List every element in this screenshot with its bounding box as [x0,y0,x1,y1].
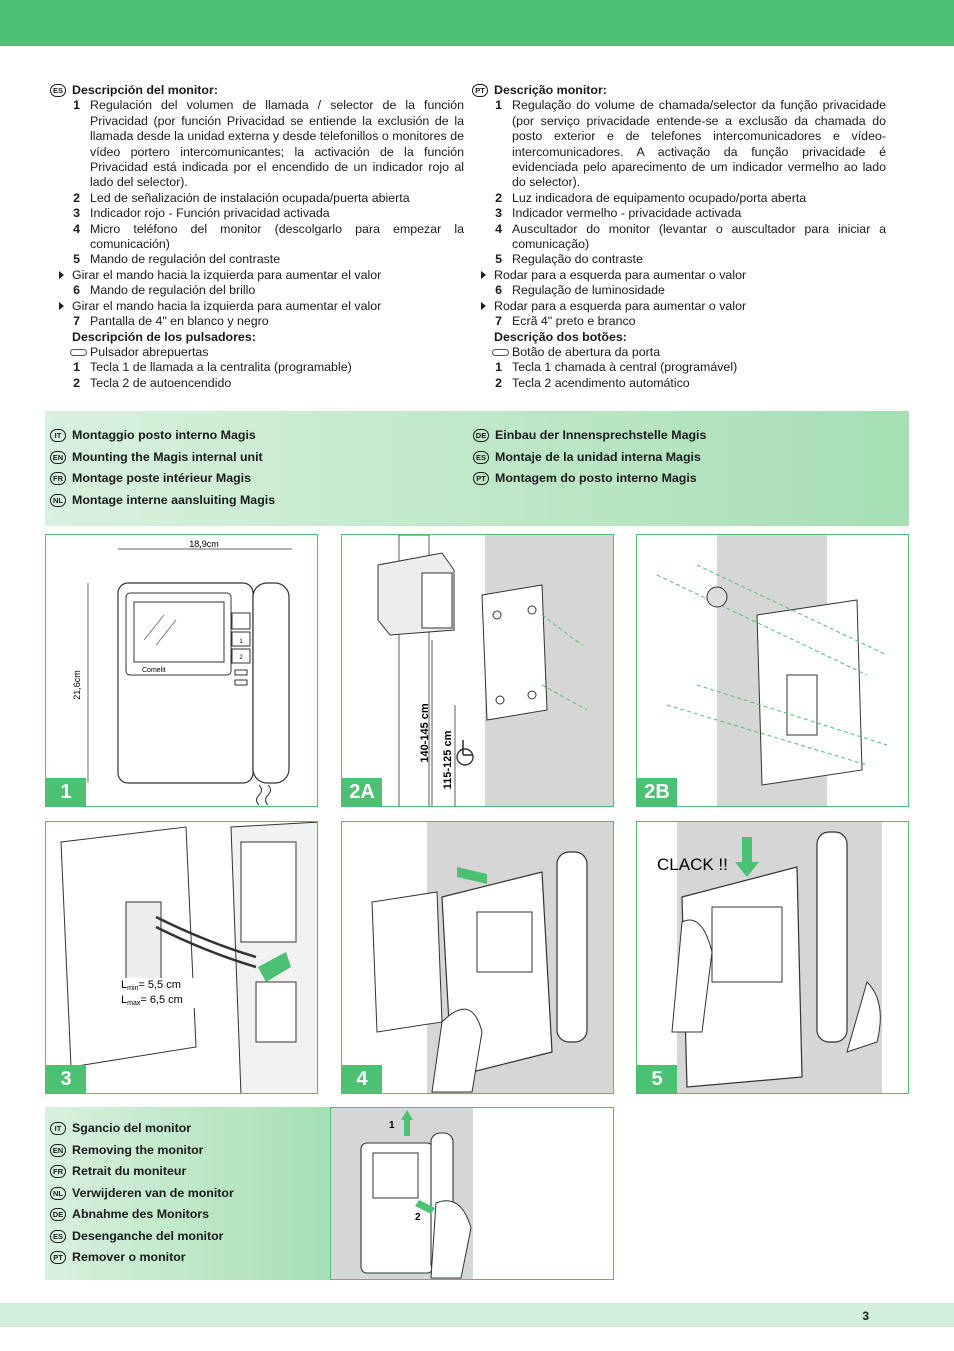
lmax-label: Lmax= 6,5 cm [121,994,183,1007]
key-item: Botão de abertura da porta [472,345,886,360]
figure-2b-fixing: 2B [636,534,909,807]
bottom-green-bar: 3 [0,1303,954,1327]
removing-heading-band [45,1107,330,1280]
height-label: 21,6cm [72,670,82,700]
figure-5-clack: CLACK !! 5 [636,821,909,1094]
height-range-2: 115-125 cm [442,730,454,789]
step-2-label: 2 [415,1212,421,1223]
figure-3-cable-length: Lmin= 5,5 cm Lmax= 6,5 cm 3 [45,821,318,1094]
figure-number: 2B [637,778,677,806]
buttons-title: Descripción de los pulsadores: [72,329,256,344]
figure-number: 1 [46,778,86,806]
key-icon [70,348,87,356]
clack-label: CLACK !! [657,855,728,874]
width-label: 18,9cm [189,539,219,549]
figure-number: 4 [342,1065,382,1093]
arrow-note: Girar el mando hacia la izquierda para a… [50,299,464,314]
arrow-note: Girar el mando hacia la izquierda para a… [50,268,464,283]
wheelchair-icon [456,740,474,766]
figure-2a-height: 140-145 cm 115-125 cm 2A [341,534,614,807]
key-icon [492,348,509,356]
language-badge: ES [50,84,66,97]
figure-1-dimensions: 18,9cm 21,6cm Comelit 1 2 1 [45,534,318,807]
svg-text:1: 1 [239,639,243,645]
svg-text:2: 2 [239,655,243,661]
figure-4-attach: 4 [341,821,614,1094]
step-1-label: 1 [389,1120,395,1131]
figure-removing: 1 2 [330,1107,614,1280]
brand-label: Comelit [142,667,166,674]
height-range-1: 140-145 cm [419,703,431,763]
arrow-note: Rodar para a esquerda para aumentar o va… [472,299,886,314]
arrow-note: Rodar para a esquerda para aumentar o va… [472,268,886,283]
page-number: 3 [862,1309,869,1323]
lmin-label: Lmin= 5,5 cm [121,979,181,992]
buttons-title: Descrição dos botões: [494,329,627,344]
language-badge: PT [472,84,488,97]
figure-number: 3 [46,1065,86,1093]
key-item: Pulsador abrepuertas [50,345,464,360]
top-green-bar [0,0,954,46]
figure-number: 5 [637,1065,677,1093]
figure-number: 2A [342,778,382,806]
